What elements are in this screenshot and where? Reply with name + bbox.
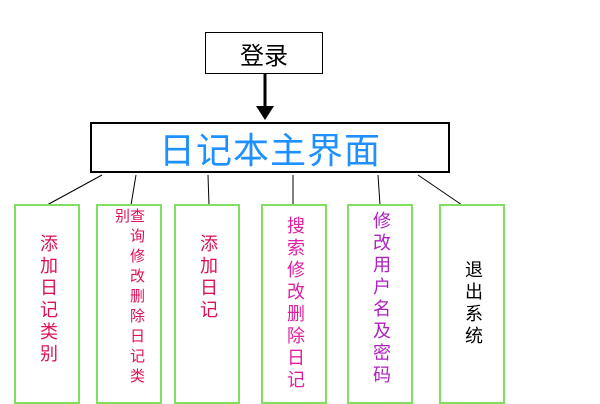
child-label-search-edit-delete-diary: 搜索修改删除日记 [284,216,305,392]
branch-line-5 [377,174,381,206]
main-interface-label: 日记本主界面 [158,130,381,172]
child-node-query-edit-delete-category: 查询修改删除日记类别 [96,204,162,404]
main-interface-node: 日记本主界面 [90,122,450,173]
branch-line-1 [46,174,103,206]
login-label: 登录 [240,41,288,70]
child-node-search-edit-delete-diary: 搜索修改删除日记 [261,204,327,404]
child-label-add-diary: 添加日记 [197,234,218,322]
child-label-exit-system: 退出系统 [462,260,483,348]
child-label-query-edit-delete-category: 查询修改删除日记类别 [113,208,146,388]
arrowhead [256,106,274,120]
child-node-add-category: 添加日记类别 [14,204,80,404]
branch-line-3 [207,174,210,206]
child-node-exit-system: 退出系统 [439,204,505,404]
child-label-edit-username-password: 修改用户名及密码 [370,211,391,387]
child-node-edit-username-password: 修改用户名及密码 [347,204,413,404]
login-node: 登录 [205,32,323,74]
branch-line-2 [130,174,137,206]
child-node-add-diary: 添加日记 [174,204,240,404]
branch-line-6 [417,174,463,206]
child-label-add-category: 添加日记类别 [37,234,58,366]
